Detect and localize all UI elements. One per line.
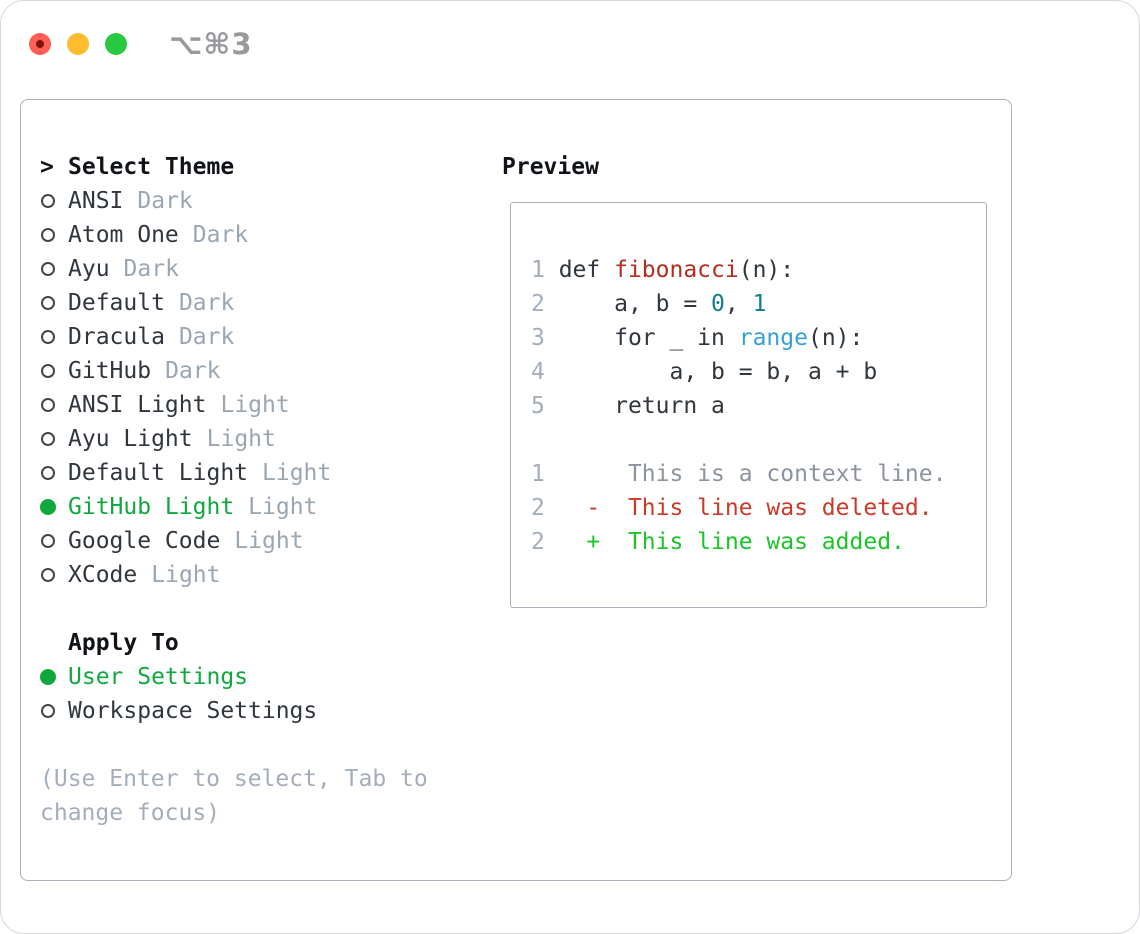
theme-option-github[interactable]: GitHub Dark bbox=[40, 354, 428, 388]
code-preview: 1 def fibonacci(n): 2 a, b = 0, 1 3 for _ … bbox=[531, 253, 946, 559]
radio-icon bbox=[40, 228, 68, 242]
code-line: 1 This is a context line. bbox=[531, 461, 947, 487]
theme-name: Ayu bbox=[68, 256, 110, 282]
preview-box: 1 def fibonacci(n): 2 a, b = 0, 1 3 for _ … bbox=[510, 202, 987, 608]
select-theme-title: Select Theme bbox=[68, 154, 235, 180]
theme-variant: Dark bbox=[123, 256, 179, 282]
theme-variant: Light bbox=[262, 460, 332, 486]
window-title: ⌥⌘3 bbox=[169, 27, 253, 61]
theme-variant: Light bbox=[151, 562, 221, 588]
close-button[interactable] bbox=[29, 33, 51, 55]
radio-selected-icon bbox=[40, 499, 68, 515]
apply-option-label: Workspace Settings bbox=[68, 698, 318, 724]
theme-name: Default Light bbox=[68, 460, 249, 486]
code-line: 5 return a bbox=[531, 393, 725, 419]
theme-option-github-light[interactable]: GitHub Light Light bbox=[40, 490, 428, 524]
zoom-button[interactable] bbox=[105, 33, 127, 55]
theme-option-ansi-light[interactable]: ANSI Light Light bbox=[40, 388, 428, 422]
apply-option-workspace-settings[interactable]: Workspace Settings bbox=[40, 694, 428, 728]
theme-name: Atom One bbox=[68, 222, 179, 248]
theme-variant: Light bbox=[206, 426, 276, 452]
theme-variant: Dark bbox=[192, 222, 249, 248]
theme-variant: Dark bbox=[165, 358, 221, 384]
radio-icon bbox=[40, 194, 68, 208]
help-line: change focus) bbox=[40, 800, 221, 826]
code-line: 2 - This line was deleted. bbox=[531, 495, 933, 521]
select-theme-header: > Select Theme bbox=[40, 150, 428, 184]
help-text: (Use Enter to select, Tab to change focus… bbox=[40, 762, 428, 830]
apply-option-user-settings[interactable]: User Settings bbox=[40, 660, 428, 694]
theme-variant: Light bbox=[220, 392, 290, 418]
cursor-arrow-icon: > bbox=[40, 154, 54, 180]
theme-option-dracula[interactable]: Dracula Dark bbox=[40, 320, 428, 354]
radio-icon bbox=[40, 704, 68, 718]
code-blank-line bbox=[531, 423, 946, 457]
apply-option-label: User Settings bbox=[68, 664, 249, 690]
code-line: 2 a, b = 0, 1 bbox=[531, 291, 767, 317]
minimize-button[interactable] bbox=[67, 33, 89, 55]
theme-variant: Dark bbox=[178, 290, 235, 316]
theme-name: GitHub Light bbox=[68, 494, 235, 520]
help-line: (Use Enter to select, Tab to bbox=[40, 766, 428, 792]
theme-name: Google Code bbox=[68, 528, 221, 554]
theme-name: ANSI Light bbox=[68, 392, 207, 418]
theme-option-ansi[interactable]: ANSI Dark bbox=[40, 184, 428, 218]
apply-to-title: Apply To bbox=[68, 630, 179, 656]
theme-option-default-light[interactable]: Default Light Light bbox=[40, 456, 428, 490]
theme-option-google-code[interactable]: Google Code Light bbox=[40, 524, 428, 558]
radio-icon bbox=[40, 330, 68, 344]
titlebar: ⌥⌘3 bbox=[29, 27, 253, 61]
theme-variant: Light bbox=[234, 528, 304, 554]
radio-icon bbox=[40, 398, 68, 412]
theme-option-atom-one[interactable]: Atom One Dark bbox=[40, 218, 428, 252]
radio-selected-icon bbox=[40, 669, 68, 685]
radio-icon bbox=[40, 534, 68, 548]
radio-icon bbox=[40, 364, 68, 378]
code-line: 3 for _ in range(n): bbox=[531, 325, 864, 351]
apply-to-header: Apply To bbox=[40, 626, 428, 660]
theme-option-xcode[interactable]: XCode Light bbox=[40, 558, 428, 592]
theme-option-ayu-light[interactable]: Ayu Light Light bbox=[40, 422, 428, 456]
radio-icon bbox=[40, 568, 68, 582]
theme-name: Default bbox=[68, 290, 165, 316]
theme-variant: Dark bbox=[137, 188, 193, 214]
radio-icon bbox=[40, 262, 68, 276]
theme-name: ANSI bbox=[68, 188, 124, 214]
theme-option-ayu[interactable]: Ayu Dark bbox=[40, 252, 428, 286]
code-line: 1 def fibonacci(n): bbox=[531, 257, 795, 283]
radio-icon bbox=[40, 466, 68, 480]
radio-icon bbox=[40, 296, 68, 310]
theme-name: Dracula bbox=[68, 324, 165, 350]
preview-title: Preview bbox=[502, 154, 599, 180]
theme-name: GitHub bbox=[68, 358, 152, 384]
code-line: 4 a, b = b, a + b bbox=[531, 359, 878, 385]
theme-name: Ayu Light bbox=[68, 426, 193, 452]
code-line: 2 + This line was added. bbox=[531, 529, 905, 555]
radio-icon bbox=[40, 432, 68, 446]
theme-variant: Dark bbox=[178, 324, 235, 350]
theme-variant: Light bbox=[248, 494, 318, 520]
theme-option-default[interactable]: Default Dark bbox=[40, 286, 428, 320]
theme-name: XCode bbox=[68, 562, 138, 588]
